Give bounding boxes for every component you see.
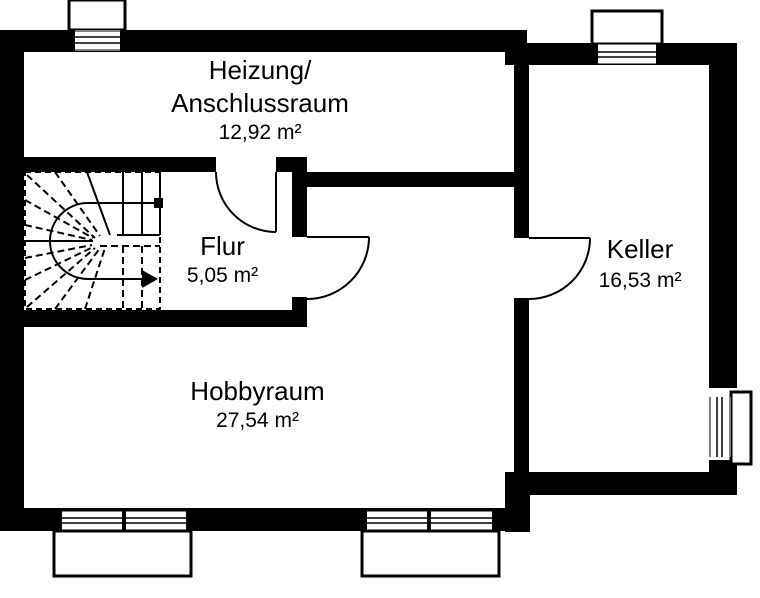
room-area: 16,53 m² [598,269,682,292]
room-area: 5,05 m² [186,264,259,287]
window-keller-top [590,9,664,65]
window-heizung-top [67,0,127,51]
window-keller-right [709,390,753,466]
room-name: Anschlussraum [171,88,349,118]
room-area: 27,54 m² [216,409,299,432]
door-flur-hobbyraum [306,236,370,300]
room-label-heizung: Heizung/ Anschlussraum 12,92 m² [140,57,380,143]
room-area: 12,92 m² [218,121,302,144]
staircase [24,171,163,310]
room-label-hobbyraum: Hobbyraum 27,54 m² [155,378,360,431]
window-hobbyraum-bottom-left [52,510,193,578]
room-label-flur: Flur 5,05 m² [165,233,280,286]
walls [0,30,737,532]
room-name: Heizung/ [208,55,312,85]
door-heizung-flur [215,171,277,233]
room-label-keller: Keller 16,53 m² [580,236,700,291]
room-name: Keller [606,234,674,264]
arrow-icon [142,270,158,288]
door-hobbyraum-keller [528,237,591,300]
window-hobbyraum-bottom-right [360,510,501,578]
room-name: Hobbyraum [190,376,325,406]
room-name: Flur [200,231,245,261]
